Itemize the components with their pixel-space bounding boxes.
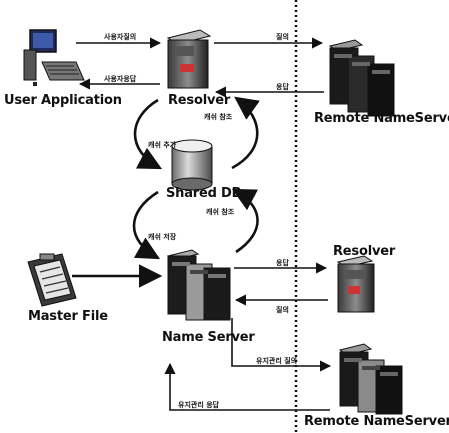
shared-db-label: Shared DB bbox=[166, 186, 241, 201]
edge-label-user-to-resolver: 사용자질의 bbox=[104, 32, 136, 42]
edge-label-zone-response: 유지관리 응답 bbox=[178, 400, 219, 410]
arrow-cache-add bbox=[135, 100, 160, 168]
resolver-mid-label: Resolver bbox=[333, 244, 395, 259]
edge-label-cache-add: 캐쉬 추가 bbox=[148, 140, 176, 150]
master-file-label: Master File bbox=[28, 309, 108, 324]
remote-nameserver-bottom-label: Remote NameServer bbox=[304, 414, 449, 429]
remote-nameserver-bottom-server-icon bbox=[340, 344, 402, 414]
name-server-label: Name Server bbox=[162, 330, 255, 345]
resolver-top-server-icon bbox=[168, 30, 210, 88]
edge-label-remote-to-resolver: 응답 bbox=[276, 82, 289, 92]
edge-label-resolver-to-remote: 질의 bbox=[276, 32, 289, 42]
clipboard-icon bbox=[28, 254, 76, 306]
remote-nameserver-top-label: Remote NameServer bbox=[314, 111, 449, 126]
arrow-cache-lookup-top bbox=[232, 98, 257, 168]
edge-label-resolver-to-user: 사용자응답 bbox=[104, 74, 136, 84]
edge-label-cache-lookup-bottom: 캐쉬 참조 bbox=[206, 207, 234, 217]
name-server-server-icon bbox=[168, 250, 230, 320]
edge-label-cache-lookup-top: 캐쉬 참조 bbox=[204, 112, 232, 122]
edge-label-ns-to-resolver: 응답 bbox=[276, 258, 289, 268]
edge-label-resolver-to-ns: 질의 bbox=[276, 305, 289, 315]
arrow-cache-store bbox=[134, 192, 158, 258]
computer-icon bbox=[24, 30, 84, 86]
resolver-mid-server-icon bbox=[338, 256, 374, 312]
edge-label-zone-query: 유지관리 질의 bbox=[256, 356, 297, 366]
user-application-label: User Application bbox=[4, 93, 122, 108]
database-icon bbox=[172, 140, 212, 190]
remote-nameserver-top-server-icon bbox=[330, 40, 394, 116]
resolver-top-label: Resolver bbox=[168, 93, 230, 108]
edge-label-cache-store: 캐쉬 저장 bbox=[148, 232, 176, 242]
